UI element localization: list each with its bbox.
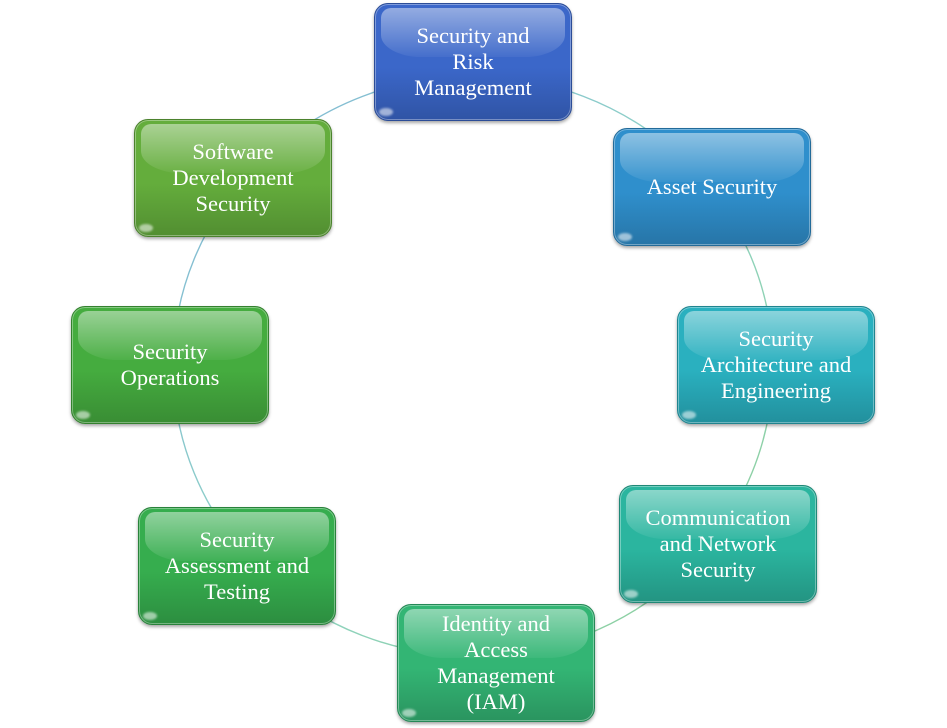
node-security-architecture-engineering: Security Architecture and Engineering — [677, 306, 875, 424]
node-label: Identity and Access Management (IAM) — [437, 611, 555, 714]
node-label: Asset Security — [646, 174, 778, 199]
node-label: Security Assessment and Testing — [164, 527, 310, 604]
node-label: Security Operations — [120, 339, 220, 390]
node-label: Software Development Security — [172, 139, 294, 216]
node-asset-security: Asset Security — [613, 128, 811, 246]
node-communication-network-security: Communication and Network Security — [619, 485, 817, 603]
node-security-operations: Security Operations — [71, 306, 269, 424]
node-security-risk-management: Security and Risk Management — [374, 3, 572, 121]
node-security-assessment-testing: Security Assessment and Testing — [138, 507, 336, 625]
node-identity-access-management: Identity and Access Management (IAM) — [397, 604, 595, 722]
node-label: Security and Risk Management — [414, 23, 532, 100]
node-label: Communication and Network Security — [645, 505, 791, 582]
node-software-development-security: Software Development Security — [134, 119, 332, 237]
node-label: Security Architecture and Engineering — [700, 326, 852, 403]
